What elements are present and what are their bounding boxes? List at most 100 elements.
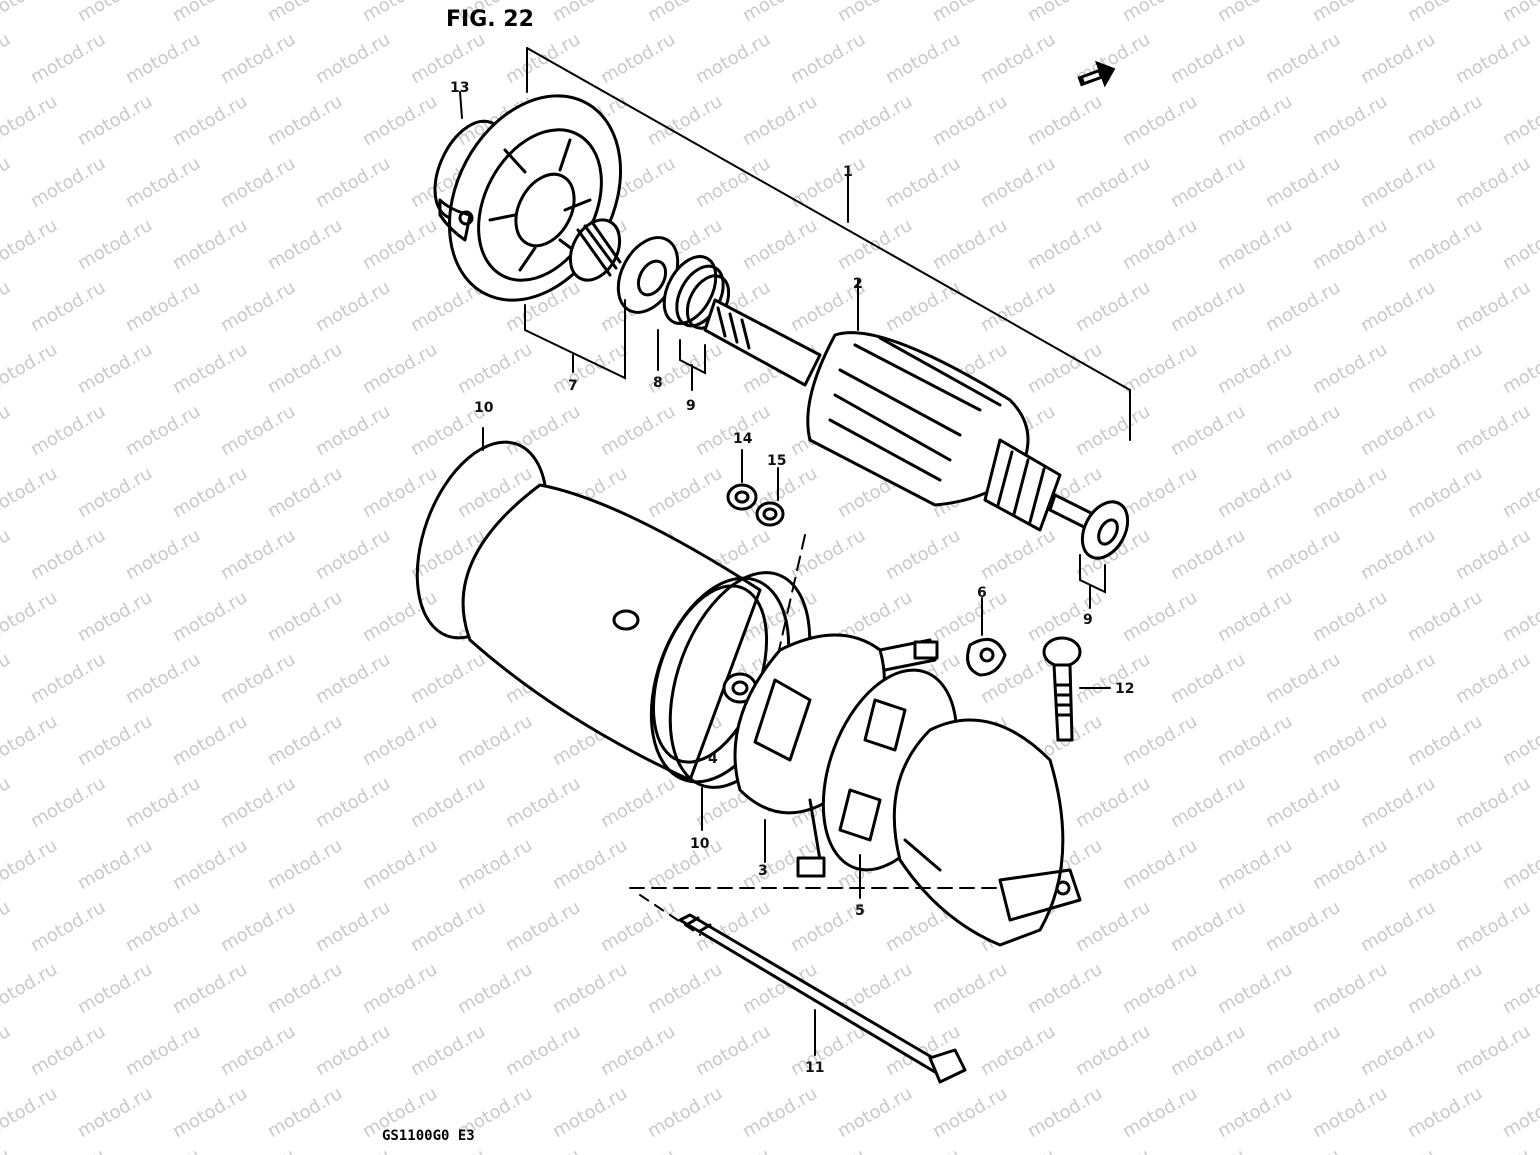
watermark-text: motod.ru: [1404, 215, 1486, 274]
watermark-text: motod.ru: [264, 587, 346, 646]
callout-10-rear: 10: [690, 836, 710, 852]
callout-14: 14: [733, 431, 753, 447]
watermark-text: motod.ru: [359, 835, 441, 894]
watermark-text: motod.ru: [549, 959, 631, 1018]
watermark-text: motod.ru: [597, 1021, 679, 1080]
watermark-text: motod.ru: [834, 91, 916, 150]
callout-2: 2: [853, 276, 863, 292]
watermark-text: motod.ru: [1499, 215, 1540, 274]
watermark-text: motod.ru: [1309, 91, 1391, 150]
watermark-text: motod.ru: [1167, 29, 1249, 88]
watermark-text: motod.ru: [1119, 587, 1201, 646]
watermark-text: motod.ru: [1072, 649, 1154, 708]
watermark-text: motod.ru: [407, 29, 489, 88]
watermark-text: motod.ru: [1214, 339, 1296, 398]
watermark-text: motod.ru: [1024, 959, 1106, 1018]
watermark-text: motod.ru: [1262, 277, 1344, 336]
watermark-text: motod.ru: [787, 1021, 869, 1080]
watermark-text: motod.ru: [1119, 0, 1201, 26]
watermark-text: motod.ru: [122, 773, 204, 832]
watermark-text: motod.ru: [644, 463, 726, 522]
watermark-text: motod.ru: [122, 29, 204, 88]
callout-1: 1: [843, 164, 853, 180]
watermark-text: motod.ru: [1357, 1145, 1439, 1155]
watermark-text: motod.ru: [122, 277, 204, 336]
watermark-text: motod.ru: [1452, 277, 1534, 336]
watermark-text: motod.ru: [0, 215, 61, 274]
watermark-text: motod.ru: [692, 29, 774, 88]
watermark-text: motod.ru: [1309, 339, 1391, 398]
watermark-text: motod.ru: [217, 897, 299, 956]
watermark-text: motod.ru: [1119, 711, 1201, 770]
watermark-text: motod.ru: [1214, 91, 1296, 150]
watermark-text: motod.ru: [1262, 153, 1344, 212]
watermark-text: motod.ru: [1072, 1145, 1154, 1155]
watermark-text: motod.ru: [1072, 773, 1154, 832]
watermark-text: motod.ru: [217, 29, 299, 88]
watermark-text: motod.ru: [264, 339, 346, 398]
watermark-text: motod.ru: [74, 463, 156, 522]
watermark-text: motod.ru: [1404, 463, 1486, 522]
watermark-text: motod.ru: [264, 835, 346, 894]
watermark-text: motod.ru: [169, 959, 251, 1018]
watermark-text: motod.ru: [644, 959, 726, 1018]
watermark-text: motod.ru: [454, 339, 536, 398]
watermark-text: motod.ru: [597, 401, 679, 460]
watermark-text: motod.ru: [312, 401, 394, 460]
watermark-text: motod.ru: [692, 153, 774, 212]
watermark-text: motod.ru: [1404, 711, 1486, 770]
watermark-text: motod.ru: [217, 1145, 299, 1155]
watermark-text: motod.ru: [1214, 835, 1296, 894]
watermark-text: motod.ru: [977, 525, 1059, 584]
watermark-text: motod.ru: [312, 773, 394, 832]
callout-9-front: 9: [686, 398, 696, 414]
callout-13: 13: [450, 80, 469, 96]
watermark-text: motod.ru: [217, 525, 299, 584]
watermark-text: motod.ru: [312, 525, 394, 584]
watermark-text: motod.ru: [549, 1083, 631, 1142]
watermark-text: motod.ru: [169, 463, 251, 522]
watermark-text: motod.ru: [264, 463, 346, 522]
watermark-text: motod.ru: [312, 277, 394, 336]
watermark-text: motod.ru: [0, 1083, 61, 1142]
bracket-7-8-9: [524, 299, 706, 391]
watermark-text: motod.ru: [1309, 215, 1391, 274]
watermark-text: motod.ru: [597, 29, 679, 88]
watermark-text: motod.ru: [0, 0, 61, 26]
watermark-text: motod.ru: [1262, 897, 1344, 956]
front-arrow-icon: [1077, 60, 1116, 88]
watermark-text: motod.ru: [1024, 0, 1106, 26]
watermark-text: motod.ru: [407, 773, 489, 832]
watermark-text: motod.ru: [217, 277, 299, 336]
watermark-text: motod.ru: [882, 277, 964, 336]
watermark-text: motod.ru: [739, 91, 821, 150]
watermark-text: motod.ru: [0, 773, 14, 832]
watermark-text: motod.ru: [1119, 463, 1201, 522]
watermark-text: motod.ru: [27, 1021, 109, 1080]
watermark-text: motod.ru: [834, 1083, 916, 1142]
watermark-text: motod.ru: [1357, 525, 1439, 584]
watermark-text: motod.ru: [1499, 463, 1540, 522]
watermark-text: motod.ru: [0, 401, 14, 460]
watermark-text: motod.ru: [312, 153, 394, 212]
watermark-text: motod.ru: [1452, 773, 1534, 832]
watermark-text: motod.ru: [1404, 339, 1486, 398]
watermark-text: motod.ru: [122, 1145, 204, 1155]
watermark-text: motod.ru: [264, 215, 346, 274]
watermark-text: motod.ru: [1262, 401, 1344, 460]
watermark-text: motod.ru: [1214, 587, 1296, 646]
watermark-text: motod.ru: [929, 91, 1011, 150]
watermark-text: motod.ru: [27, 1145, 109, 1155]
watermark-text: motod.ru: [217, 649, 299, 708]
watermark-text: motod.ru: [1167, 1021, 1249, 1080]
watermark-text: motod.ru: [929, 587, 1011, 646]
watermark-text: motod.ru: [1452, 897, 1534, 956]
watermark-text: motod.ru: [1072, 153, 1154, 212]
watermark-text: motod.ru: [1309, 587, 1391, 646]
watermark-text: motod.ru: [1167, 401, 1249, 460]
watermark-text: motod.ru: [0, 277, 14, 336]
watermark-text: motod.ru: [502, 773, 584, 832]
brush-spring-6: [966, 597, 1007, 677]
watermark-text: motod.ru: [407, 897, 489, 956]
watermark-text: motod.ru: [217, 153, 299, 212]
